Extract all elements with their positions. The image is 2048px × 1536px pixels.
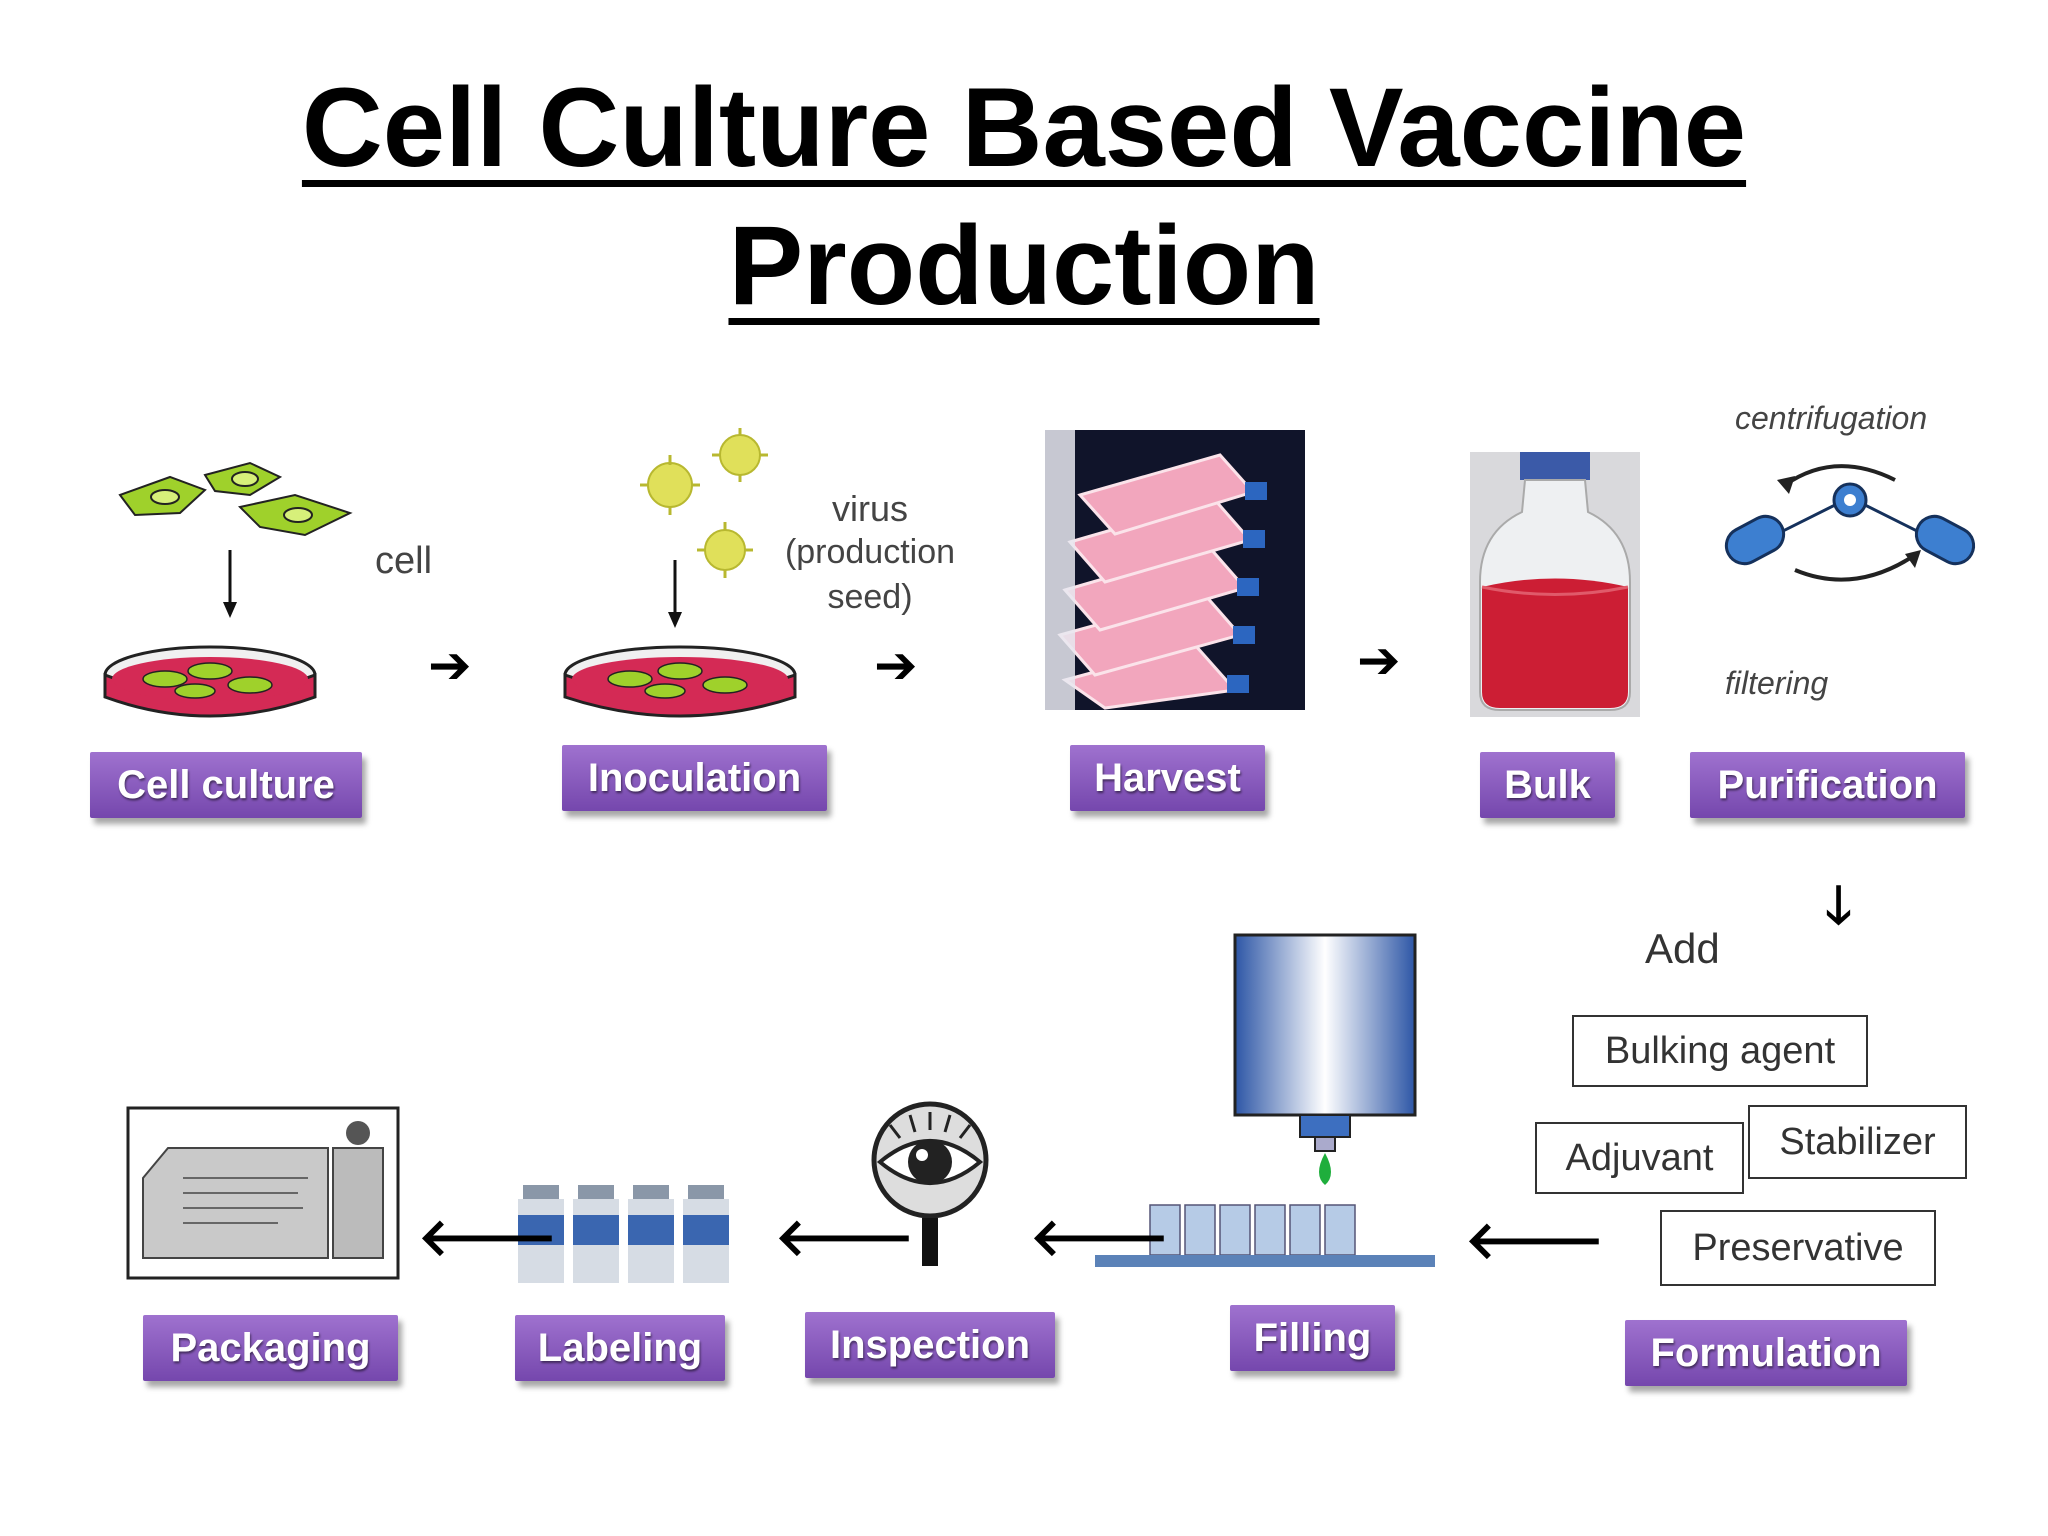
arrow-down: 🡓 — [1825, 876, 1853, 936]
label-virus-1: virus — [831, 488, 908, 529]
label-filtering: filtering — [1725, 665, 1829, 701]
arrow-left-1: 🡐 — [1465, 1211, 1605, 1271]
additive-stabilizer: Stabilizer — [1748, 1105, 1967, 1179]
stage-filling: Filling — [1230, 1305, 1395, 1371]
stage-purification: Purification — [1690, 752, 1965, 818]
additive-preservative: Preservative — [1660, 1210, 1936, 1286]
title-text-2: Production — [728, 203, 1320, 328]
vials-icon — [518, 1185, 729, 1283]
centrifuge-icon — [1724, 464, 1976, 582]
stage-inspection: Inspection — [805, 1312, 1055, 1378]
arrow-right-2: ➔ — [874, 636, 918, 696]
stage-harvest: Harvest — [1070, 745, 1265, 811]
stage-cell-culture: Cell culture — [90, 752, 362, 818]
culture-flasks-image — [1045, 430, 1305, 710]
page-title-line1: Cell Culture Based Vaccine — [0, 72, 2048, 184]
down-arrow-thin-2 — [668, 560, 682, 628]
down-arrow-thin-1 — [223, 550, 237, 618]
package-image — [126, 1106, 400, 1280]
stage-inoculation: Inoculation — [562, 745, 827, 811]
cells-icon — [118, 461, 353, 537]
stage-labeling: Labeling — [515, 1315, 725, 1381]
eye-magnifier-icon — [871, 1101, 989, 1266]
title-text-1: Cell Culture Based Vaccine — [301, 65, 1747, 190]
arrow-left-2: 🡐 — [1030, 1208, 1170, 1268]
label-virus-3: seed) — [827, 578, 913, 616]
label-add: Add — [1645, 925, 1720, 972]
petri-dish-icon-2 — [563, 645, 797, 718]
arrow-right-1: ➔ — [428, 636, 472, 696]
page-title-line2: Production — [0, 210, 2048, 322]
virus-icon — [640, 428, 768, 578]
arrow-right-3: ➔ — [1357, 631, 1401, 691]
bulk-bottle-image — [1470, 452, 1640, 717]
stage-formulation: Formulation — [1625, 1320, 1907, 1386]
filling-machine-icon — [1095, 933, 1435, 1267]
stage-packaging: Packaging — [143, 1315, 398, 1381]
arrow-left-3: 🡐 — [775, 1208, 915, 1268]
stage-bulk: Bulk — [1480, 752, 1615, 818]
arrow-left-4: 🡐 — [418, 1208, 558, 1268]
label-cell: cell — [375, 540, 433, 582]
label-centrifugation: centrifugation — [1735, 400, 1928, 436]
label-virus-2: (production — [784, 533, 956, 571]
additive-bulking-agent: Bulking agent — [1572, 1015, 1868, 1087]
additive-adjuvant: Adjuvant — [1535, 1122, 1744, 1194]
petri-dish-icon — [103, 645, 317, 718]
